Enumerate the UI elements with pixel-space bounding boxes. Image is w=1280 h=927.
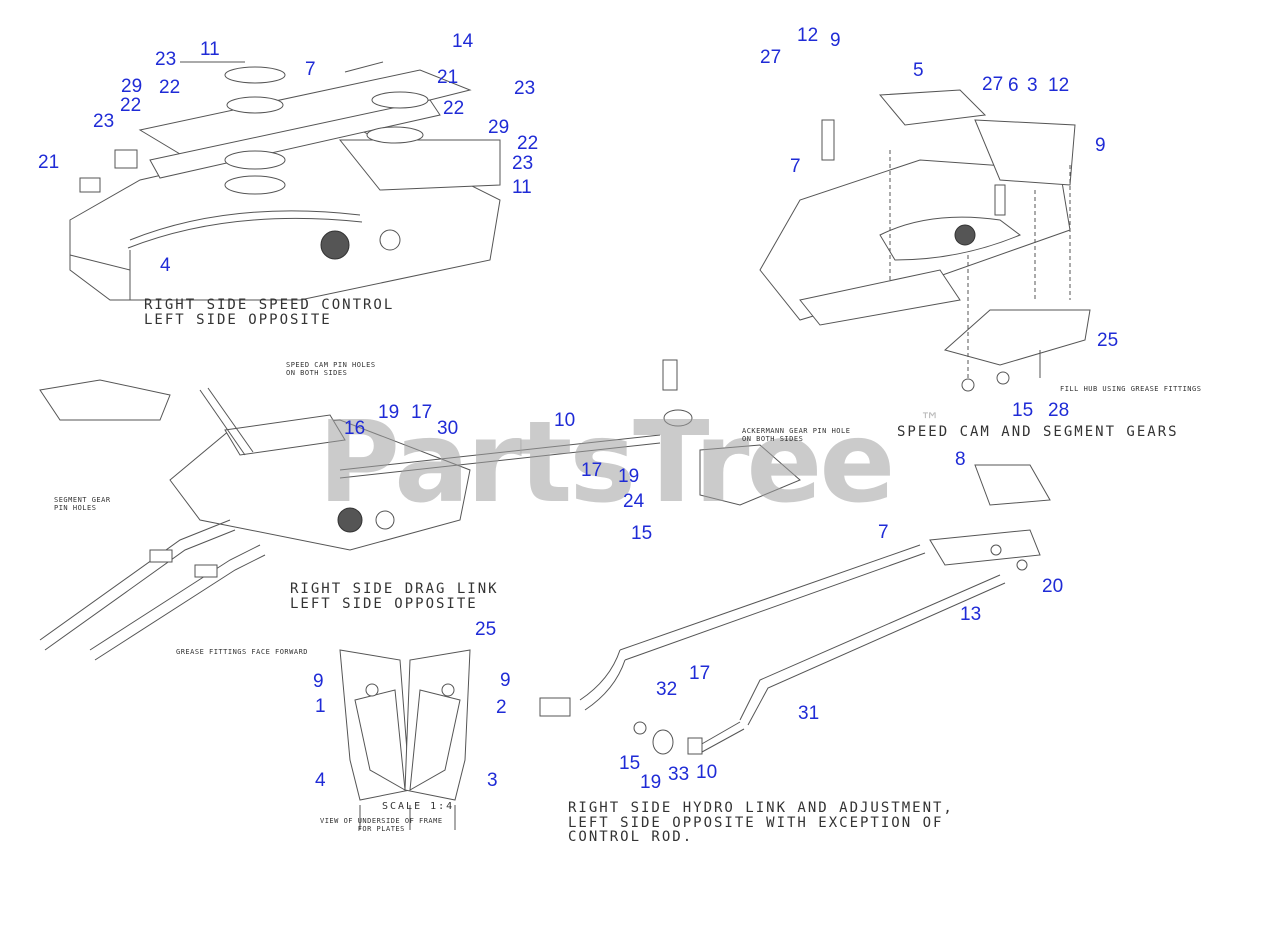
note-segment-gear-pin-holes: SEGMENT GEAR PIN HOLES xyxy=(54,496,111,512)
callout-number: 11 xyxy=(512,177,532,198)
callout-number: 24 xyxy=(623,491,645,512)
callout-number: 23 xyxy=(155,49,177,70)
callout-number: 22 xyxy=(120,95,142,116)
callout-number: 4 xyxy=(160,255,171,276)
caption-speed-control: RIGHT SIDE SPEED CONTROL LEFT SIDE OPPOS… xyxy=(144,297,395,328)
callout-number: 7 xyxy=(305,59,316,80)
note-speed-cam-pin-holes: SPEED CAM PIN HOLES ON BOTH SIDES xyxy=(286,361,376,377)
callout-number: 25 xyxy=(1097,330,1119,351)
callout-number: 28 xyxy=(1048,400,1070,421)
callout-number: 22 xyxy=(443,98,465,119)
caption-hydro-link: RIGHT SIDE HYDRO LINK AND ADJUSTMENT, LE… xyxy=(568,800,954,846)
callout-number: 4 xyxy=(315,770,326,791)
callout-number: 2 xyxy=(496,697,507,718)
callout-number: 16 xyxy=(344,418,366,439)
callout-number: 29 xyxy=(488,117,510,138)
callout-number: 13 xyxy=(960,604,982,625)
callout-number: 9 xyxy=(313,671,324,692)
callout-number: 25 xyxy=(475,619,497,640)
callout-number: 8 xyxy=(955,449,966,470)
callout-number: 9 xyxy=(500,670,511,691)
callout-number: 27 xyxy=(982,74,1004,95)
callout-number: 7 xyxy=(790,156,801,177)
callout-number: 9 xyxy=(830,30,841,51)
callout-number: 17 xyxy=(411,402,433,423)
callout-number: 20 xyxy=(1042,576,1064,597)
callout-number: 33 xyxy=(668,764,690,785)
callout-number: 3 xyxy=(1027,75,1038,96)
callout-number: 30 xyxy=(437,418,459,439)
callout-number: 10 xyxy=(696,762,718,783)
callout-number: 19 xyxy=(618,466,640,487)
note-ackermann-pin-hole: ACKERMANN GEAR PIN HOLE ON BOTH SIDES xyxy=(742,427,851,443)
callout-number: 12 xyxy=(1048,75,1070,96)
callout-number: 17 xyxy=(689,663,711,684)
drag-link-assembly xyxy=(39,359,801,661)
callout-number: 22 xyxy=(517,133,539,154)
callout-number: 10 xyxy=(554,410,576,431)
callout-number: 29 xyxy=(121,76,143,97)
callout-number: 14 xyxy=(452,31,474,52)
callout-number: 15 xyxy=(619,753,641,774)
watermark-brand: PartsTree xyxy=(318,398,895,528)
callout-number: 23 xyxy=(512,153,534,174)
callout-number: 1 xyxy=(315,696,326,717)
callout-number: 3 xyxy=(487,770,498,791)
callout-number: 11 xyxy=(200,39,220,60)
callout-number: 19 xyxy=(640,772,662,793)
callout-number: 19 xyxy=(378,402,400,423)
speed-control-assembly xyxy=(69,61,501,301)
callout-number: 23 xyxy=(93,111,115,132)
callout-number: 15 xyxy=(1012,400,1034,421)
callout-number: 32 xyxy=(656,679,678,700)
callout-number: 12 xyxy=(797,25,819,46)
caption-drag-link: RIGHT SIDE DRAG LINK LEFT SIDE OPPOSITE xyxy=(290,581,499,612)
watermark-trademark: ™ xyxy=(920,408,940,432)
callout-number: 15 xyxy=(631,523,653,544)
note-grease-fittings: GREASE FITTINGS FACE FORWARD xyxy=(176,648,309,656)
callout-number: 17 xyxy=(581,460,603,481)
callout-number: 9 xyxy=(1095,135,1106,156)
underside-plates-view xyxy=(339,649,471,830)
callout-number: 22 xyxy=(159,77,181,98)
speed-cam-segment-assembly xyxy=(759,89,1091,392)
callout-number: 31 xyxy=(798,703,820,724)
callout-number: 5 xyxy=(913,60,924,81)
hydro-link-assembly xyxy=(539,464,1051,755)
note-fill-hub: FILL HUB USING GREASE FITTINGS xyxy=(1060,385,1202,393)
caption-cam-segment: SPEED CAM AND SEGMENT GEARS xyxy=(897,424,1179,440)
note-underside-view: VIEW OF UNDERSIDE OF FRAME FOR PLATES xyxy=(320,817,443,833)
caption-scale: SCALE 1:4 xyxy=(382,801,455,812)
callout-number: 21 xyxy=(437,67,459,88)
callout-number: 23 xyxy=(514,78,536,99)
callout-number: 27 xyxy=(760,47,782,68)
callout-number: 7 xyxy=(878,522,889,543)
callout-number: 6 xyxy=(1008,75,1019,96)
callout-number: 21 xyxy=(38,152,60,173)
